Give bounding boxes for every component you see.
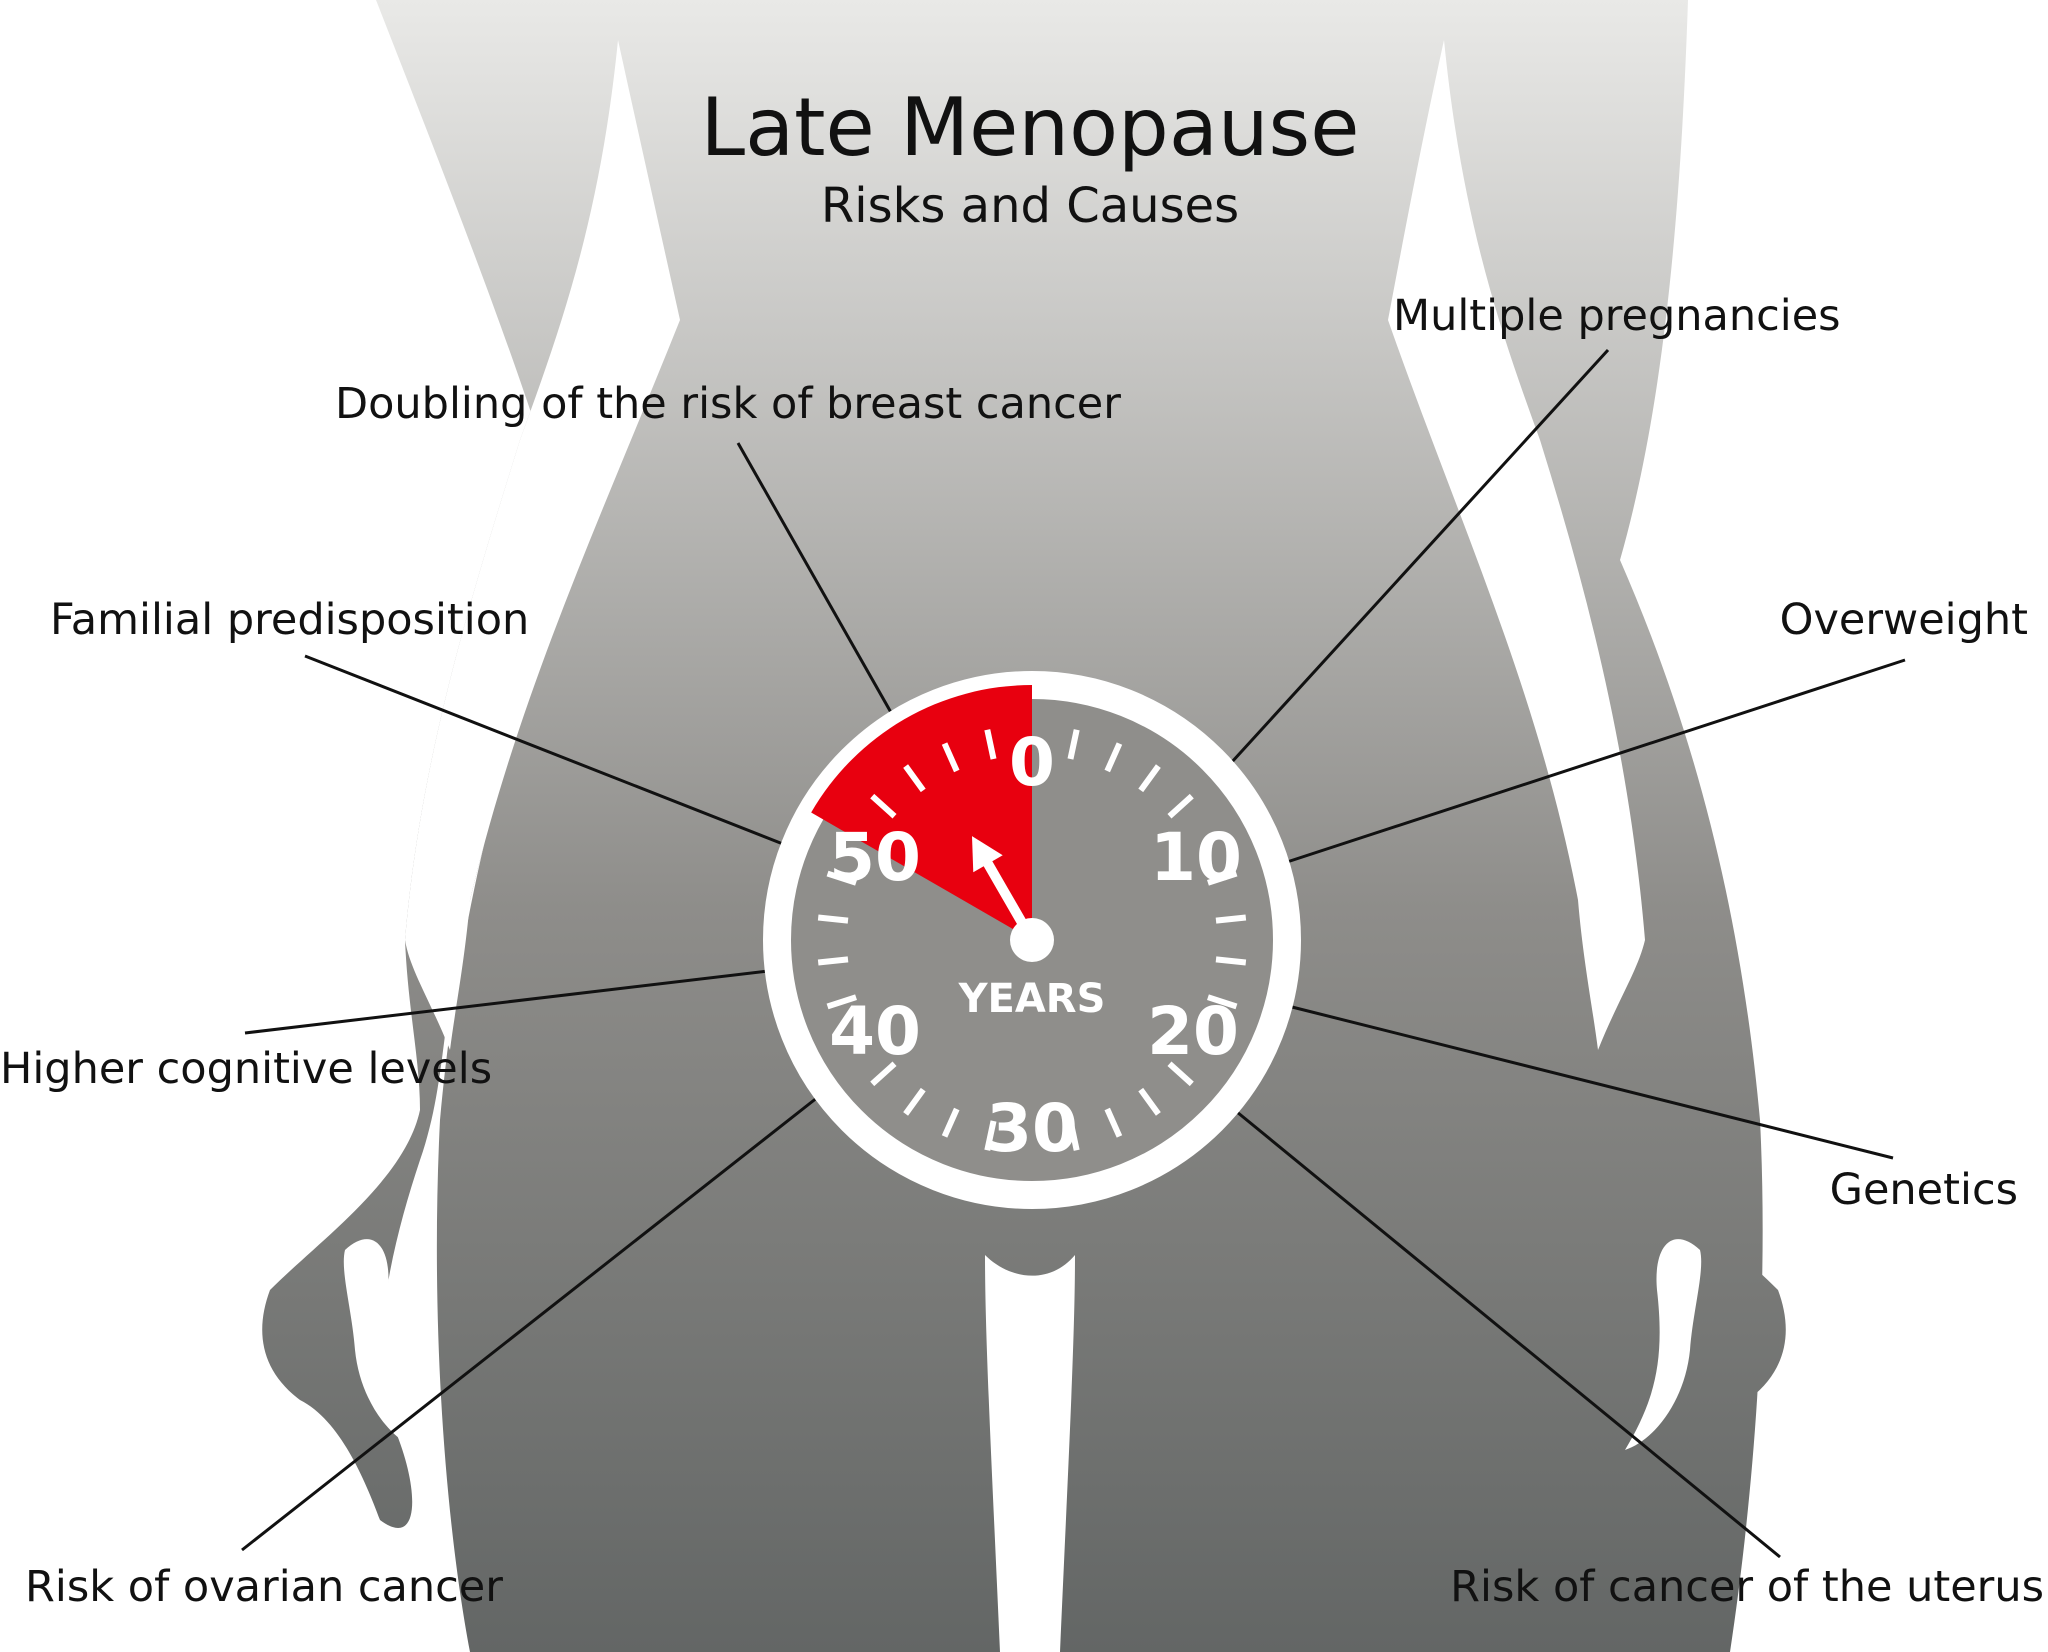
page-title: Late Menopause [701, 81, 1360, 174]
dial-tick-46 [817, 914, 849, 924]
label-breast-cancer: Doubling of the risk of breast cancer [335, 379, 1121, 429]
dial-tick-8 [1167, 793, 1194, 819]
dial-unit-label: YEARS [958, 976, 1106, 1022]
dial-tick-52 [870, 793, 897, 819]
leader-genetics [1287, 1004, 1894, 1160]
dial-tick-28 [1067, 1120, 1080, 1151]
leader-breast-cancer [736, 442, 895, 717]
left-thumb-gap [343, 1239, 420, 1450]
dial-hub [1010, 918, 1054, 962]
leader-ovarian [241, 1095, 819, 1552]
label-pregnancies: Multiple pregnancies [1393, 291, 1841, 341]
dial-number-10: 10 [1150, 819, 1242, 896]
dial-tick-22 [1167, 1061, 1194, 1087]
dial-tick-38 [870, 1061, 897, 1087]
dial-tick-4 [1104, 742, 1123, 773]
dial-tick-36 [903, 1087, 926, 1116]
dial-tick-18 [1207, 994, 1238, 1010]
left-arm-gap [405, 40, 680, 1050]
dial-number-20: 20 [1147, 993, 1239, 1070]
dial-number-50: 50 [829, 819, 921, 896]
dial-needle-arrowhead [972, 836, 1003, 873]
leader-overweight [1286, 658, 1906, 864]
right-thumb-gap [1625, 1239, 1702, 1450]
leader-familial [304, 654, 784, 846]
dial-tick-16 [1215, 956, 1247, 966]
label-overweight: Overweight [1780, 595, 2028, 645]
dial-tick-14 [1215, 914, 1247, 924]
label-cognitive: Higher cognitive levels [0, 1044, 492, 1094]
label-uterus: Risk of cancer of the uterus [1450, 1562, 2044, 1612]
dial-number-30: 30 [986, 1090, 1078, 1167]
years-dial: 0 10 20 30 40 50 YEARS [763, 671, 1301, 1209]
dial-tick-56 [941, 742, 960, 773]
leader-cognitive [244, 969, 769, 1035]
dial-tick-12 [1207, 870, 1238, 886]
leg-gap [985, 1255, 1075, 1652]
dial-highlight-sector [811, 685, 1032, 940]
dial-number-40: 40 [829, 993, 921, 1070]
label-ovarian: Risk of ovarian cancer [25, 1562, 503, 1612]
dial-tick-48 [826, 870, 857, 886]
dial-tick-32 [984, 1120, 997, 1151]
dial-number-0: 0 [1009, 724, 1055, 801]
dial-tick-6 [1138, 764, 1161, 793]
right-arm-gap [1388, 40, 1645, 1050]
label-genetics: Genetics [1830, 1165, 2018, 1215]
leader-pregnancies [1229, 348, 1610, 765]
dial-tick-44 [817, 956, 849, 966]
dial-tick-58 [984, 729, 997, 760]
dial-ticks [817, 729, 1247, 1151]
dial-tick-42 [826, 994, 857, 1010]
page-subtitle: Risks and Causes [821, 178, 1239, 234]
dial-tick-24 [1138, 1087, 1161, 1116]
dial-tick-54 [903, 764, 926, 793]
leader-uterus [1236, 1110, 1781, 1559]
dial-tick-34 [941, 1107, 960, 1138]
dial-tick-26 [1104, 1107, 1123, 1138]
dial-tick-2 [1067, 729, 1080, 760]
label-familial: Familial predisposition [50, 595, 529, 645]
